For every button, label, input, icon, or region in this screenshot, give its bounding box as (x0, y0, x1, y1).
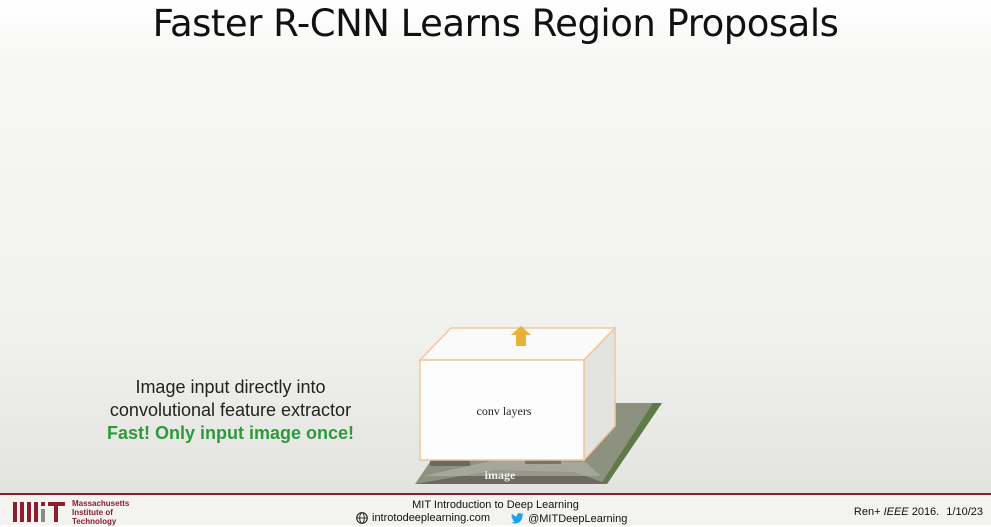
slide-footer: Massachusetts Institute of Technology MI… (0, 493, 991, 527)
cite-venue: IEEE (883, 506, 909, 518)
website-link[interactable]: introtodeeplearning.com (356, 512, 490, 524)
institute-name: Massachusetts Institute of Technology (72, 499, 130, 526)
note-highlight: Fast! Only input image once! (106, 423, 355, 443)
globe-icon (356, 512, 368, 524)
twitter-handle: @MITDeepLearning (528, 512, 628, 525)
faster-rcnn-diagram (415, 326, 662, 484)
footer-links: introtodeeplearning.com @MITDeepLearning (356, 512, 645, 527)
slide-notes: Image input directly into convolutional … (88, 376, 373, 445)
cite-year: 2016. (911, 506, 940, 518)
note-line-2: convolutional feature extractor (109, 400, 352, 420)
conv-layers-box (418, 326, 617, 462)
twitter-link[interactable]: @MITDeepLearning (511, 513, 627, 525)
slide-title: Faster R-CNN Learns Region Proposals (152, 2, 839, 45)
note-line-1: Image input directly into (135, 377, 326, 397)
citation: Ren+ IEEE 2016. 1/10/23 (854, 506, 983, 518)
mit-logo-icon (13, 502, 65, 522)
up-arrow-icon (511, 326, 531, 346)
course-title: MIT Introduction to Deep Learning (412, 499, 579, 511)
conv-layers-label: conv layers (476, 404, 532, 418)
cite-authors: Ren+ (853, 506, 881, 518)
website-text: introtodeeplearning.com (372, 512, 491, 524)
slide-date: 1/10/23 (946, 506, 983, 518)
image-label: image (484, 468, 516, 482)
twitter-bird-icon (511, 513, 524, 524)
